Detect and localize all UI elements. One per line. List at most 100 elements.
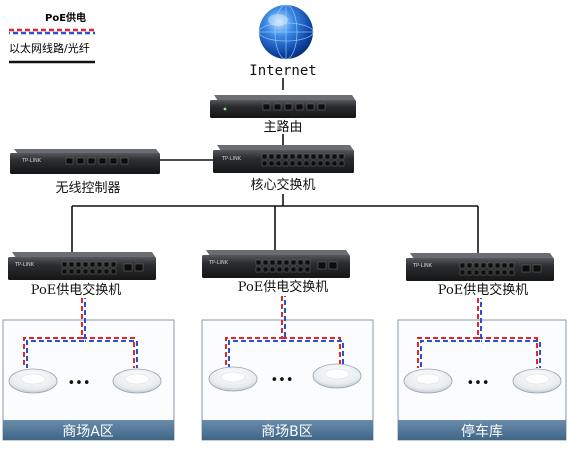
switch-port bbox=[275, 153, 282, 160]
poe-switch-c-label: PoE供电交换机 bbox=[438, 282, 529, 298]
switch-port bbox=[324, 153, 331, 160]
switch-port bbox=[494, 269, 501, 276]
main-router: 主路由 bbox=[210, 95, 356, 135]
switch-port bbox=[282, 153, 289, 160]
core-switch: TP-LINK 核心交换机 bbox=[213, 145, 354, 193]
wireless-controller-label: 无线控制器 bbox=[55, 181, 120, 196]
backbone-links bbox=[71, 78, 479, 253]
switch-port bbox=[331, 160, 338, 167]
switch-port bbox=[262, 259, 269, 266]
switch-port bbox=[328, 261, 338, 270]
switch-port bbox=[289, 153, 296, 160]
poe-switch-a: TP-LINK PoE供电交换机 bbox=[8, 252, 156, 298]
switch-port bbox=[68, 268, 75, 275]
switch-port bbox=[75, 261, 82, 268]
switch-port bbox=[276, 266, 283, 273]
switch-port bbox=[261, 153, 268, 160]
switch-port bbox=[82, 261, 89, 268]
zone-c-band bbox=[398, 420, 566, 440]
switch-port bbox=[466, 269, 473, 276]
poe-switch-device-icon: TP-LINK bbox=[202, 250, 350, 278]
switch-port bbox=[96, 261, 103, 268]
wireless-controller: TP-LINK 无线控制器 bbox=[10, 149, 160, 196]
poe-switch-device-icon: TP-LINK bbox=[8, 252, 156, 280]
switch-port bbox=[338, 160, 345, 167]
switch-port bbox=[459, 262, 466, 269]
switch-port bbox=[466, 262, 473, 269]
switch-port bbox=[304, 266, 311, 273]
switch-port bbox=[303, 153, 310, 160]
access-point-icon bbox=[208, 366, 258, 392]
switch-port bbox=[110, 268, 117, 275]
switch-port bbox=[501, 269, 508, 276]
svg-text:TP-LINK: TP-LINK bbox=[208, 260, 229, 266]
switch-port bbox=[290, 259, 297, 266]
switch-port bbox=[103, 268, 110, 275]
switch-port bbox=[123, 263, 133, 272]
switch-port bbox=[110, 261, 117, 268]
switch-port bbox=[283, 266, 290, 273]
switch-port bbox=[89, 261, 96, 268]
switch-port bbox=[480, 262, 487, 269]
svg-text:TP-LINK: TP-LINK bbox=[21, 158, 42, 164]
poe-switch-b: TP-LINK PoE供电交换机 bbox=[202, 250, 350, 295]
switch-port bbox=[521, 264, 531, 273]
switch-port bbox=[508, 262, 515, 269]
access-point-icon bbox=[8, 368, 58, 394]
controller-device-icon: TP-LINK bbox=[10, 149, 160, 174]
switch-port bbox=[269, 266, 276, 273]
switch-port bbox=[255, 266, 262, 273]
access-point-icon bbox=[512, 368, 562, 394]
switch-port bbox=[82, 268, 89, 275]
switch-port bbox=[275, 160, 282, 167]
zone-a-label: 商场A区 bbox=[62, 424, 114, 440]
svg-text:TP-LINK: TP-LINK bbox=[14, 262, 35, 268]
zone-a-poe-cabling bbox=[23, 298, 138, 368]
zone-c: ••• 停车库 bbox=[397, 298, 567, 441]
zone-a-band bbox=[3, 420, 174, 440]
switch-port bbox=[487, 262, 494, 269]
switch-port bbox=[317, 153, 324, 160]
switch-port bbox=[303, 160, 310, 167]
poe-switch-a-label: PoE供电交换机 bbox=[31, 282, 122, 298]
zone-c-poe-cabling bbox=[417, 298, 541, 368]
access-point-icon bbox=[312, 363, 362, 389]
switch-port bbox=[310, 160, 317, 167]
switch-port bbox=[68, 261, 75, 268]
zone-b-band bbox=[202, 420, 373, 440]
zone-c-label: 停车库 bbox=[461, 423, 503, 440]
switch-port bbox=[487, 269, 494, 276]
switch-port bbox=[261, 160, 268, 167]
zone-b-ellipsis: ••• bbox=[270, 373, 293, 388]
switch-port bbox=[324, 160, 331, 167]
switch-port bbox=[61, 268, 68, 275]
switch-port bbox=[331, 153, 338, 160]
switch-port bbox=[103, 261, 110, 268]
switch-port bbox=[255, 259, 262, 266]
switch-port bbox=[96, 268, 103, 275]
switch-port bbox=[338, 153, 345, 160]
switch-port bbox=[89, 268, 96, 275]
switch-port bbox=[134, 263, 144, 272]
access-point-icon bbox=[403, 368, 453, 394]
switch-port bbox=[532, 264, 542, 273]
zone-a-ellipsis: ••• bbox=[67, 376, 90, 391]
switch-port bbox=[297, 259, 304, 266]
switch-port bbox=[61, 261, 68, 268]
switch-port bbox=[75, 268, 82, 275]
switch-port bbox=[268, 153, 275, 160]
internet-label: Internet bbox=[249, 63, 316, 79]
switch-port bbox=[290, 266, 297, 273]
switch-port bbox=[296, 153, 303, 160]
switch-port bbox=[501, 262, 508, 269]
zone-c-ellipsis: ••• bbox=[466, 376, 489, 391]
switch-port bbox=[473, 269, 480, 276]
zone-b-label: 商场B区 bbox=[261, 424, 313, 440]
internet-node: Internet bbox=[249, 4, 317, 79]
core-switch-device-icon: TP-LINK bbox=[213, 145, 354, 173]
switch-port bbox=[494, 262, 501, 269]
router-device-icon bbox=[210, 95, 356, 118]
zone-b: ••• 商场B区 bbox=[201, 296, 374, 441]
poe-switch-device-icon: TP-LINK bbox=[406, 253, 554, 281]
